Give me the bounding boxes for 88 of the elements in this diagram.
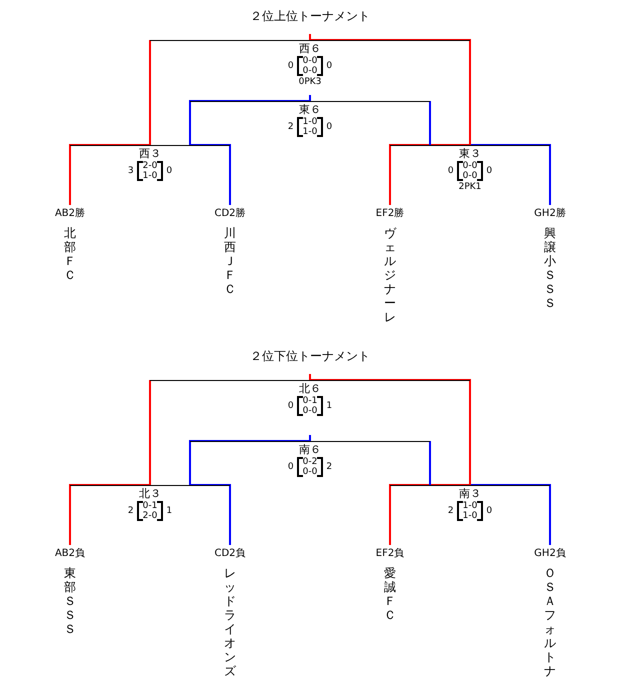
match-name: 南３	[459, 488, 481, 500]
total-score: 2	[326, 462, 332, 472]
half-score: 0-2	[302, 457, 318, 467]
half-score: 1-0	[142, 171, 158, 181]
bracket-line	[309, 95, 311, 101]
half-score: 0-0	[462, 161, 478, 171]
match-bracket	[70, 145, 230, 181]
match-bracket	[190, 101, 430, 137]
slot-label: GH2負	[534, 548, 566, 560]
bracket-title: ２位上位トーナメント	[250, 9, 370, 23]
bracket-line	[190, 484, 231, 545]
match-bracket	[150, 40, 470, 87]
bracket-line	[310, 39, 471, 145]
total-score: 0	[486, 166, 492, 176]
half-score: 0-1	[302, 396, 318, 406]
match-bracket	[70, 485, 230, 521]
bracket-line	[190, 144, 231, 205]
half-score: 1-0	[462, 511, 478, 521]
total-score: 2	[128, 506, 134, 516]
match-name: 北６	[299, 383, 321, 395]
bracket-line	[149, 380, 151, 485]
slot-label: CD2勝	[214, 208, 246, 220]
total-score: 0	[326, 122, 332, 132]
bracket-line	[189, 440, 310, 485]
slot-label: AB2負	[54, 548, 86, 560]
match-bracket	[150, 380, 470, 416]
slot-label: GH2勝	[534, 208, 566, 220]
bracket-line	[309, 435, 311, 441]
half-score: 2-0	[142, 161, 158, 171]
half-score: 0-0	[302, 66, 318, 76]
slot-label: EF2勝	[376, 208, 404, 220]
total-score: 0	[288, 462, 294, 472]
team-name: 興譲小ＳＳＳ	[543, 226, 557, 310]
slot-label: AB2勝	[54, 208, 86, 220]
half-score: 1-0	[302, 127, 318, 137]
total-score: 1	[166, 506, 172, 516]
half-score: 0-0	[302, 467, 318, 477]
slot-label: CD2負	[214, 548, 246, 560]
total-score: 3	[128, 166, 134, 176]
total-score: 1	[326, 401, 332, 411]
bracket-line	[310, 379, 471, 485]
half-score: 0-0	[302, 406, 318, 416]
bracket-line	[429, 101, 431, 145]
bracket-line	[149, 40, 151, 145]
match-name: 東３	[459, 148, 481, 160]
total-score: 0	[486, 506, 492, 516]
half-score: 1-0	[462, 501, 478, 511]
penalty-score: 2PK1	[458, 182, 482, 192]
bracket-line	[309, 374, 311, 380]
bracket-line	[389, 484, 470, 545]
half-score: 0-1	[142, 501, 158, 511]
total-score: 0	[288, 401, 294, 411]
match-name: 西３	[139, 148, 161, 160]
total-score: 0	[326, 61, 332, 71]
match-name: 西６	[299, 43, 321, 55]
total-score: 2	[448, 506, 454, 516]
team-name: ＯＳＡフォルトナ	[543, 566, 557, 678]
slot-label: EF2負	[376, 548, 404, 560]
team-name: ヴェルジナーレ	[383, 226, 397, 324]
bracket-line	[189, 100, 310, 145]
bracket-line	[470, 484, 551, 545]
half-score: 0-0	[462, 171, 478, 181]
team-name: 東部ＳＳＳ	[63, 566, 77, 636]
match-name: 北３	[139, 488, 161, 500]
total-score: 0	[166, 166, 172, 176]
penalty-score: 0PK3	[298, 77, 322, 87]
half-score: 0-0	[302, 56, 318, 66]
bracket-line	[309, 34, 311, 40]
team-name: 愛誠ＦＣ	[383, 566, 397, 622]
bracket-line	[69, 484, 150, 545]
match-name: 東６	[299, 104, 321, 116]
match-bracket	[190, 441, 430, 477]
match-bracket	[390, 145, 550, 192]
bracket-line	[69, 144, 150, 205]
total-score: 2	[288, 122, 294, 132]
bracket-line	[429, 441, 431, 485]
team-name: 北部ＦＣ	[63, 226, 77, 282]
match-name: 南６	[299, 444, 321, 456]
match-bracket	[390, 485, 550, 521]
bracket-title: ２位下位トーナメント	[250, 349, 370, 363]
team-name: レッドライオンズ	[223, 566, 237, 678]
total-score: 0	[448, 166, 454, 176]
total-score: 0	[288, 61, 294, 71]
team-name: 川西ＪＦＣ	[223, 226, 237, 296]
bracket-line	[389, 144, 470, 205]
bracket-line	[470, 144, 551, 205]
half-score: 2-0	[142, 511, 158, 521]
half-score: 1-0	[302, 117, 318, 127]
